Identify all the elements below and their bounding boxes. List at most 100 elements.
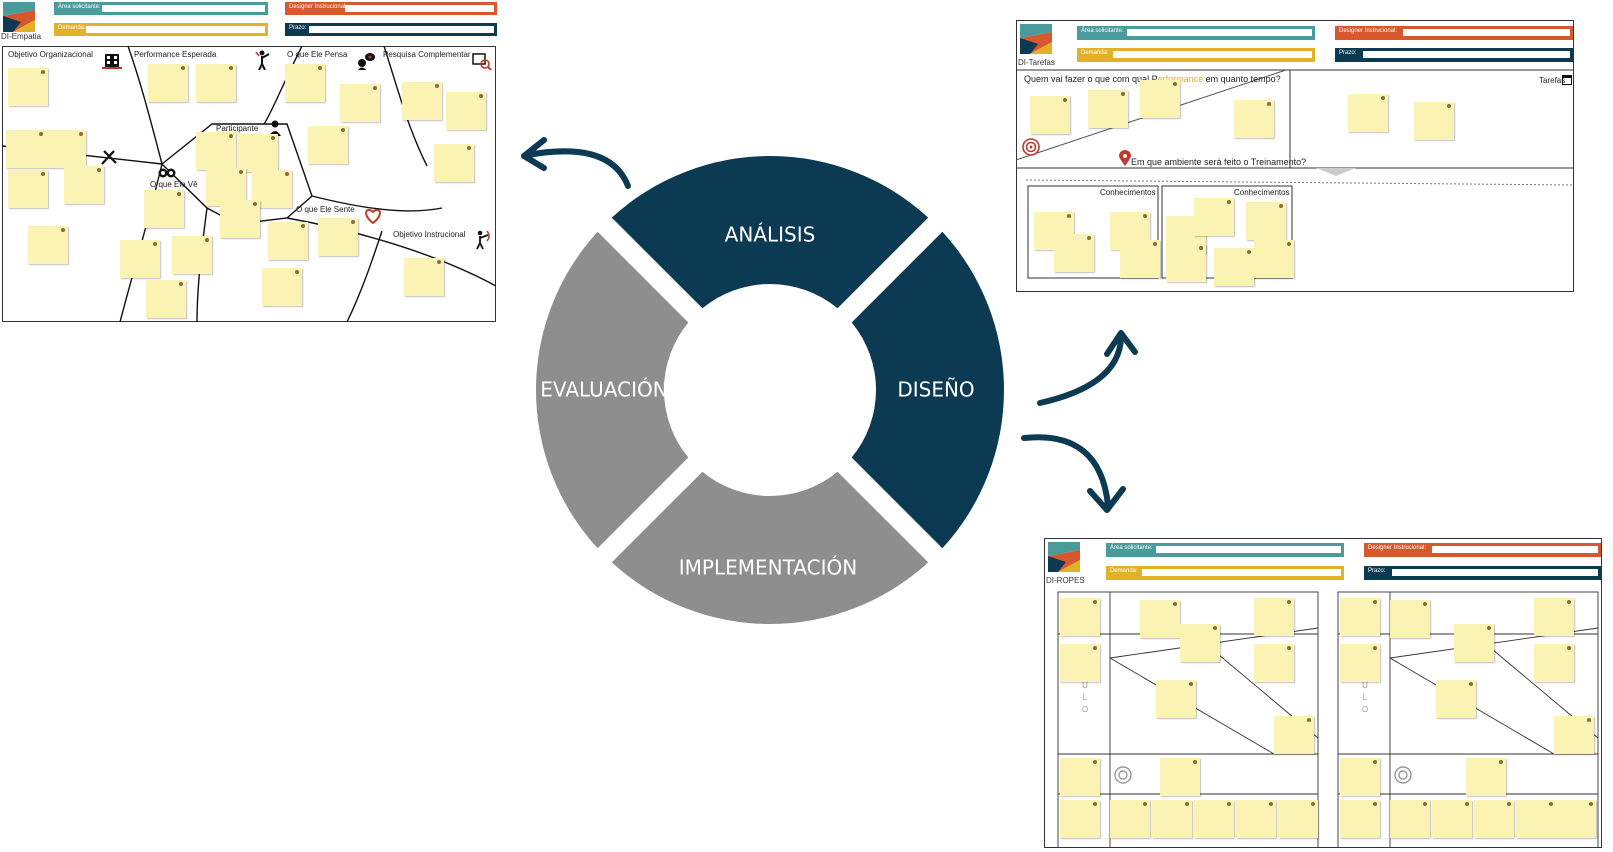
sticky-note[interactable] [1156, 680, 1196, 718]
cycle-label-evaluation: EVALUACIÓN [540, 378, 667, 402]
sticky-note[interactable] [1340, 644, 1380, 682]
sticky-note[interactable] [1060, 598, 1100, 636]
sticky-note[interactable] [196, 132, 236, 170]
area-input[interactable] [102, 5, 265, 12]
sticky-note[interactable] [1436, 680, 1476, 718]
designer-input[interactable] [1432, 546, 1598, 553]
ropes-designer-field[interactable]: Designer Instrucional: [1364, 543, 1601, 557]
sticky-note[interactable] [1254, 598, 1294, 636]
sticky-note[interactable] [1214, 248, 1254, 286]
ropes-deadline-field[interactable]: Prazo: [1364, 566, 1601, 580]
designer-input[interactable] [1403, 29, 1570, 36]
sticky-note[interactable] [144, 190, 184, 228]
designer-input[interactable] [345, 5, 494, 12]
sticky-note[interactable] [1236, 800, 1276, 838]
sticky-note[interactable] [220, 200, 260, 238]
sticky-note[interactable] [1554, 716, 1594, 754]
sticky-note[interactable] [64, 166, 104, 204]
sticky-note[interactable] [446, 92, 486, 130]
sticky-note[interactable] [1234, 100, 1274, 138]
sticky-note[interactable] [285, 64, 325, 102]
sticky-note[interactable] [1516, 800, 1556, 838]
empatia-deadline-field[interactable]: Prazo: [285, 23, 497, 36]
sticky-note[interactable] [1120, 240, 1160, 278]
sticky-note[interactable] [1340, 758, 1380, 796]
arrow-curved-icon [1021, 434, 1126, 513]
sticky-note[interactable] [1390, 600, 1430, 638]
area-input[interactable] [1127, 29, 1312, 36]
sticky-note[interactable] [1140, 600, 1180, 638]
deadline-input[interactable] [1363, 51, 1570, 58]
tarefas-area-field[interactable]: Área solicitante: [1077, 26, 1315, 40]
sticky-note[interactable] [46, 130, 86, 168]
demand-input[interactable] [1142, 569, 1341, 576]
ropes-area-field[interactable]: Área solicitante: [1106, 543, 1344, 557]
sticky-note[interactable] [1274, 716, 1314, 754]
sticky-note[interactable] [8, 68, 48, 106]
sticky-note[interactable] [318, 218, 358, 256]
sticky-note[interactable] [6, 130, 46, 168]
sticky-note[interactable] [1254, 644, 1294, 682]
sticky-note[interactable] [1340, 800, 1380, 838]
sticky-note[interactable] [1194, 198, 1234, 236]
sticky-note[interactable] [1474, 800, 1514, 838]
empatia-area-field[interactable]: Área solicitante: [54, 2, 268, 15]
sticky-note[interactable] [1340, 598, 1380, 636]
sticky-note[interactable] [1454, 624, 1494, 662]
sticky-note[interactable] [238, 134, 278, 172]
sticky-note[interactable] [404, 258, 444, 296]
tarefas-deadline-field[interactable]: Prazo: [1335, 48, 1573, 62]
sticky-note[interactable] [268, 222, 308, 260]
sticky-note[interactable] [1060, 758, 1100, 796]
sticky-note[interactable] [206, 168, 246, 206]
sticky-note[interactable] [1278, 800, 1318, 838]
deadline-input[interactable] [309, 26, 494, 33]
sticky-note[interactable] [1556, 800, 1596, 838]
empatia-designer-field[interactable]: Designer Instrucional: [285, 2, 497, 15]
sticky-note[interactable] [308, 126, 348, 164]
sticky-note[interactable] [1254, 240, 1294, 278]
demand-input[interactable] [1113, 51, 1312, 58]
empatia-demand-field[interactable]: Demanda: [54, 23, 268, 36]
sticky-note[interactable] [1166, 244, 1206, 282]
sticky-note[interactable] [1060, 644, 1100, 682]
sticky-note[interactable] [262, 268, 302, 306]
sticky-note[interactable] [172, 236, 212, 274]
sticky-note[interactable] [28, 226, 68, 264]
sticky-note[interactable] [1160, 758, 1200, 796]
sticky-note[interactable] [1060, 800, 1100, 838]
sticky-note[interactable] [1534, 598, 1574, 636]
deadline-input[interactable] [1392, 569, 1598, 576]
demand-input[interactable] [86, 26, 265, 33]
sticky-note[interactable] [434, 144, 474, 182]
sticky-note[interactable] [8, 170, 48, 208]
sticky-note[interactable] [1030, 96, 1070, 134]
cycle-label-implementation: IMPLEMENTACIÓN [679, 556, 857, 580]
sticky-note[interactable] [196, 64, 236, 102]
ropes-demand-field[interactable]: Demanda: [1106, 566, 1344, 580]
cycle-segment-implementation [611, 471, 929, 624]
tarefas-designer-field[interactable]: Designer Instrucional: [1335, 26, 1573, 40]
sticky-note[interactable] [1466, 758, 1506, 796]
sticky-note[interactable] [1432, 800, 1472, 838]
sticky-note[interactable] [1390, 800, 1430, 838]
sticky-note[interactable] [1180, 624, 1220, 662]
sticky-note[interactable] [120, 240, 160, 278]
sticky-note[interactable] [1088, 90, 1128, 128]
sticky-note[interactable] [1246, 202, 1286, 240]
sticky-note[interactable] [1152, 800, 1192, 838]
sticky-note[interactable] [146, 280, 186, 318]
sticky-note[interactable] [1348, 94, 1388, 132]
area-input[interactable] [1156, 546, 1341, 553]
sticky-note[interactable] [1054, 234, 1094, 272]
sticky-note[interactable] [340, 84, 380, 122]
tarefas-demand-field[interactable]: Demanda: [1077, 48, 1315, 62]
sticky-note[interactable] [1414, 102, 1454, 140]
sticky-note[interactable] [1110, 800, 1150, 838]
sticky-note[interactable] [1534, 644, 1574, 682]
logo-icon [3, 2, 35, 32]
sticky-note[interactable] [148, 64, 188, 102]
sticky-note[interactable] [1140, 80, 1180, 118]
sticky-note[interactable] [402, 82, 442, 120]
sticky-note[interactable] [1194, 800, 1234, 838]
